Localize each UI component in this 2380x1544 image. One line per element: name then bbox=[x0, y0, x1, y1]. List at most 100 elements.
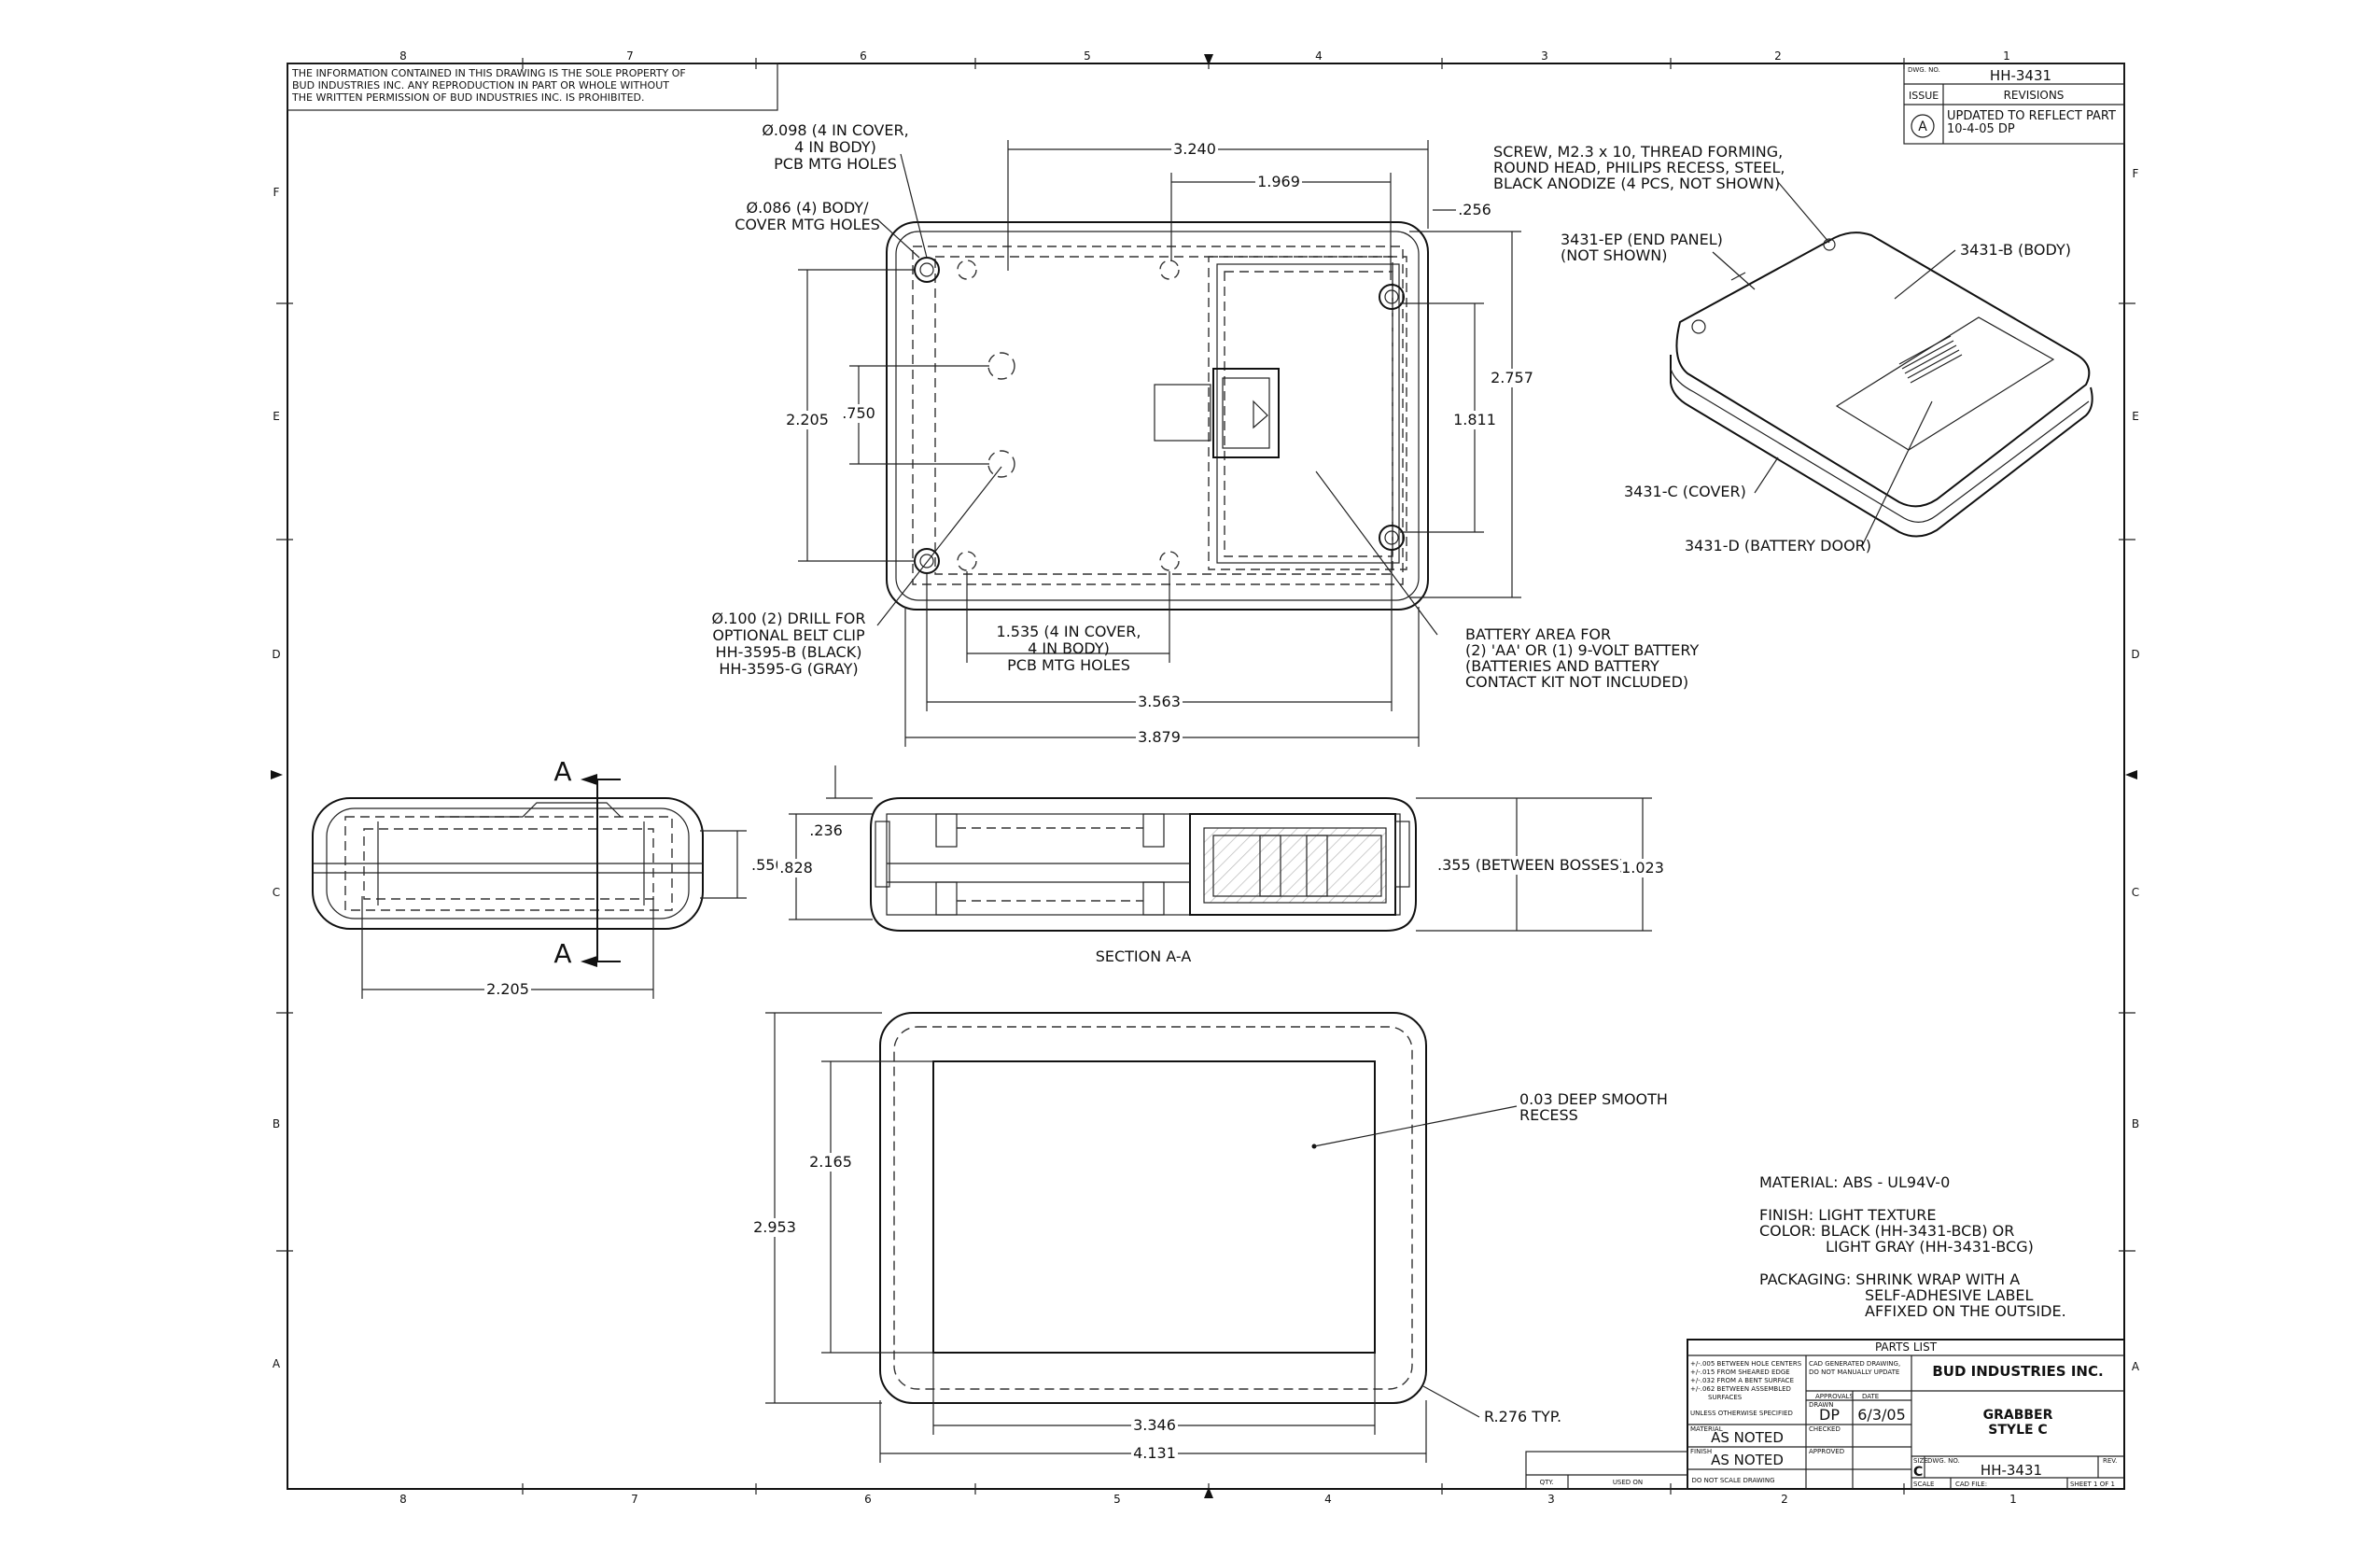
dim-3563: 3.563 bbox=[1138, 693, 1181, 710]
dim-0828: .828 bbox=[779, 859, 813, 877]
rev-issue-label: ISSUE bbox=[1909, 90, 1939, 102]
note-screw-line-2: ROUND HEAD, PHILIPS RECESS, STEEL, bbox=[1493, 159, 1785, 176]
dim-0550: .550 bbox=[751, 856, 785, 874]
note-finish-line-3: LIGHT GRAY (HH-3431-BCG) bbox=[1826, 1238, 2034, 1256]
note-hole-100-line-4: HH-3595-G (GRAY) bbox=[719, 660, 858, 678]
top-view-dim-labels: 3.240 1.969 .256 2.757 1.811 2.205 .750 … bbox=[786, 140, 1533, 746]
proprietary-notice-line-3: THE WRITTEN PERMISSION OF BUD INDUSTRIES… bbox=[291, 91, 644, 104]
isometric-view bbox=[1670, 232, 2093, 538]
tb-finish-label: FINISH bbox=[1690, 1448, 1712, 1455]
tb-unless-specified: UNLESS OTHERWISE SPECIFIED bbox=[1690, 1410, 1793, 1417]
note-battery-door: 3431-D (BATTERY DOOR) bbox=[1685, 537, 1871, 554]
dim-0355: .355 (BETWEEN BOSSES) bbox=[1437, 856, 1625, 874]
zone-top-8: 8 bbox=[399, 49, 407, 63]
proprietary-notice-box bbox=[287, 63, 778, 111]
zone-bottom-3: 3 bbox=[1547, 1493, 1555, 1506]
tb-title-line-2: STYLE C bbox=[1988, 1423, 2047, 1438]
note-hole-098-line-2: 4 IN BODY) bbox=[794, 138, 876, 156]
zone-top-3: 3 bbox=[1541, 49, 1548, 63]
note-pcb-1535-line-1: 1.535 (4 IN COVER, bbox=[997, 623, 1141, 640]
note-screw-line-3: BLACK ANODIZE (4 PCS, NOT SHOWN) bbox=[1493, 175, 1780, 192]
zone-bottom-6: 6 bbox=[864, 1493, 872, 1506]
zone-right-B: B bbox=[2132, 1117, 2139, 1130]
tb-finish-value: AS NOTED bbox=[1711, 1452, 1784, 1468]
dim-0236: .236 bbox=[809, 821, 843, 839]
note-body: 3431-B (BODY) bbox=[1960, 241, 2071, 259]
tb-material-label: MATERIAL bbox=[1690, 1425, 1723, 1433]
dim-1023: 1.023 bbox=[1621, 859, 1664, 877]
note-hole-086-line-1: Ø.086 (4) BODY/ bbox=[747, 199, 870, 217]
note-battery-line-3: (BATTERIES AND BATTERY bbox=[1465, 657, 1659, 675]
tb-approved-label: APPROVED bbox=[1809, 1448, 1844, 1455]
zone-bottom-5: 5 bbox=[1113, 1493, 1121, 1506]
note-material: MATERIAL: ABS - UL94V-0 bbox=[1759, 1173, 1950, 1191]
zone-bottom-1: 1 bbox=[2009, 1493, 2017, 1506]
note-endpanel-line-1: 3431-EP (END PANEL) bbox=[1561, 231, 1723, 248]
tb-size-label: SIZE bbox=[1913, 1457, 1928, 1465]
note-hole-100-line-2: OPTIONAL BELT CLIP bbox=[712, 626, 865, 644]
zone-left-F: F bbox=[273, 186, 280, 199]
tb-qty-label: QTY. bbox=[1540, 1479, 1554, 1486]
zone-bottom-4: 4 bbox=[1324, 1493, 1332, 1506]
tb-title-line-1: GRABBER bbox=[1983, 1408, 2053, 1423]
centering-arrows bbox=[271, 54, 2137, 1498]
dim-1811: 1.811 bbox=[1453, 411, 1496, 428]
zone-left-C: C bbox=[273, 886, 280, 899]
note-battery-line-4: CONTACT KIT NOT INCLUDED) bbox=[1465, 673, 1688, 691]
dim-2757: 2.757 bbox=[1491, 369, 1533, 386]
tb-checked-label: CHECKED bbox=[1809, 1425, 1841, 1433]
zone-top-4: 4 bbox=[1315, 49, 1323, 63]
tb-tolerance-5: SURFACES bbox=[1708, 1394, 1743, 1401]
note-battery-line-2: (2) 'AA' OR (1) 9-VOLT BATTERY bbox=[1465, 641, 1700, 659]
note-cover: 3431-C (COVER) bbox=[1624, 483, 1746, 500]
rev-issue-letter: A bbox=[1918, 119, 1927, 134]
zone-left-D: D bbox=[272, 648, 280, 661]
dim-r0276: R.276 TYP. bbox=[1484, 1408, 1561, 1425]
note-hole-098-line-3: PCB MTG HOLES bbox=[774, 155, 897, 173]
dim-3346: 3.346 bbox=[1133, 1416, 1176, 1434]
note-hole-098-line-1: Ø.098 (4 IN COVER, bbox=[762, 121, 908, 139]
note-packaging-line-2: SELF-ADHESIVE LABEL bbox=[1865, 1286, 2034, 1304]
rev-text-line-1: UPDATED TO REFLECT PART bbox=[1947, 109, 2116, 123]
rev-text-line-2: 10-4-05 DP bbox=[1947, 122, 2015, 136]
tb-tolerance-1: +/-.005 BETWEEN HOLE CENTERS bbox=[1690, 1360, 1802, 1368]
proprietary-notice-line-1: THE INFORMATION CONTAINED IN THIS DRAWIN… bbox=[291, 67, 686, 79]
tb-material-value: AS NOTED bbox=[1711, 1429, 1784, 1446]
zone-bottom-8: 8 bbox=[399, 1493, 407, 1506]
isometric-leaders bbox=[1712, 181, 1956, 547]
zone-left-E: E bbox=[273, 410, 280, 423]
dim-4131: 4.131 bbox=[1133, 1444, 1176, 1462]
dim-3240: 3.240 bbox=[1173, 140, 1216, 158]
dim-2205-vertical: 2.205 bbox=[786, 411, 829, 428]
zone-top-7: 7 bbox=[626, 49, 634, 63]
dim-3879: 3.879 bbox=[1138, 728, 1181, 746]
note-packaging-line-3: AFFIXED ON THE OUTSIDE. bbox=[1865, 1302, 2066, 1320]
tb-do-not-scale: DO NOT SCALE DRAWING bbox=[1691, 1477, 1774, 1484]
zone-left-A: A bbox=[273, 1357, 281, 1370]
rev-issue-circle bbox=[1911, 114, 1935, 138]
tb-drawn-date: 6/3/05 bbox=[1857, 1406, 1906, 1424]
zone-bottom-2: 2 bbox=[1781, 1493, 1788, 1506]
tb-sheet: SHEET 1 OF 1 bbox=[2070, 1481, 2115, 1488]
zone-top-5: 5 bbox=[1084, 49, 1091, 63]
note-hole-100-line-3: HH-3595-B (BLACK) bbox=[716, 643, 862, 661]
zone-right-A: A bbox=[2132, 1360, 2140, 1373]
note-packaging-line-1: PACKAGING: SHRINK WRAP WITH A bbox=[1759, 1270, 2020, 1288]
tb-dwg-no: HH-3431 bbox=[1981, 1462, 2042, 1479]
tb-size: C bbox=[1913, 1465, 1923, 1480]
revision-block: DWG. NO. HH-3431 ISSUE REVISIONS A UPDAT… bbox=[1903, 63, 2125, 145]
tb-cad-file-label: CAD FILE: bbox=[1955, 1481, 1987, 1488]
note-pcb-1535-line-3: PCB MTG HOLES bbox=[1007, 656, 1130, 674]
tb-rev-label: REV. bbox=[2103, 1457, 2117, 1465]
end-view bbox=[312, 774, 704, 967]
tb-tolerance-3: +/-.032 FROM A BENT SURFACE bbox=[1690, 1377, 1794, 1384]
section-label: SECTION A-A bbox=[1096, 947, 1192, 965]
bottom-view bbox=[879, 1012, 1427, 1404]
note-endpanel-line-2: (NOT SHOWN) bbox=[1561, 246, 1667, 264]
dim-1969: 1.969 bbox=[1257, 173, 1300, 190]
rev-dwg-no-label: DWG. NO. bbox=[1908, 66, 1940, 74]
note-screw-line-1: SCREW, M2.3 x 10, THREAD FORMING, bbox=[1493, 143, 1783, 161]
note-recess-line-1: 0.03 DEEP SMOOTH bbox=[1519, 1090, 1668, 1108]
tb-cad-note-2: DO NOT MANUALLY UPDATE bbox=[1809, 1369, 1899, 1376]
